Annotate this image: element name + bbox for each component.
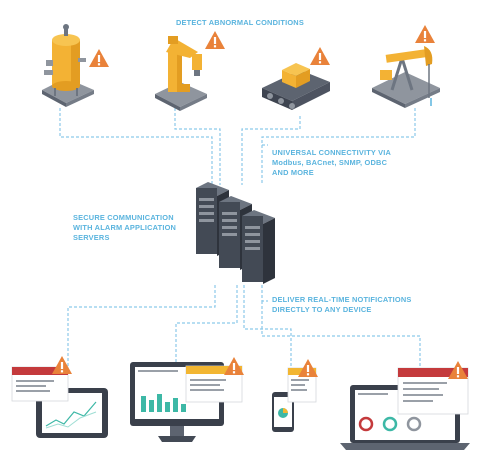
tablet-icon [11,366,108,438]
warning-icon [415,25,435,43]
detect-text: DETECT ABNORMAL CONDITIONS [176,18,304,27]
server-rack-icon [196,182,275,284]
deliver-line-1: DELIVER REAL-TIME NOTIFICATIONS [272,295,412,304]
warning-icon [89,49,109,67]
warning-icon [310,47,330,65]
secure-line-1: SECURE COMMUNICATION [73,213,174,222]
pumpjack-icon [372,46,440,108]
warning-icon [52,356,72,374]
warning-icon [205,31,225,49]
connector-lines [59,108,421,368]
tank-icon [42,24,94,107]
robot-arm-icon [155,36,207,111]
conveyor-icon [262,63,330,110]
connectivity-line-3: AND MORE [272,168,314,177]
connectivity-line-1: UNIVERSAL CONNECTIVITY VIA [272,148,392,157]
deliver-line-2: DIRECTLY TO ANY DEVICE [272,305,372,314]
deliver-notifications-label: DELIVER REAL-TIME NOTIFICATIONS DIRECTLY… [272,295,412,315]
detect-conditions-label: DETECT ABNORMAL CONDITIONS [176,18,304,28]
secure-line-3: SERVERS [73,233,110,242]
connectivity-line-2: Modbus, BACnet, SNMP, ODBC [272,158,388,167]
secure-communication-label: SECURE COMMUNICATION WITH ALARM APPLICAT… [73,213,176,243]
phone-icon [272,367,317,432]
secure-line-2: WITH ALARM APPLICATION [73,223,177,232]
laptop-icon [340,367,470,450]
connectivity-label: UNIVERSAL CONNECTIVITY VIA Modbus, BACne… [272,148,391,178]
